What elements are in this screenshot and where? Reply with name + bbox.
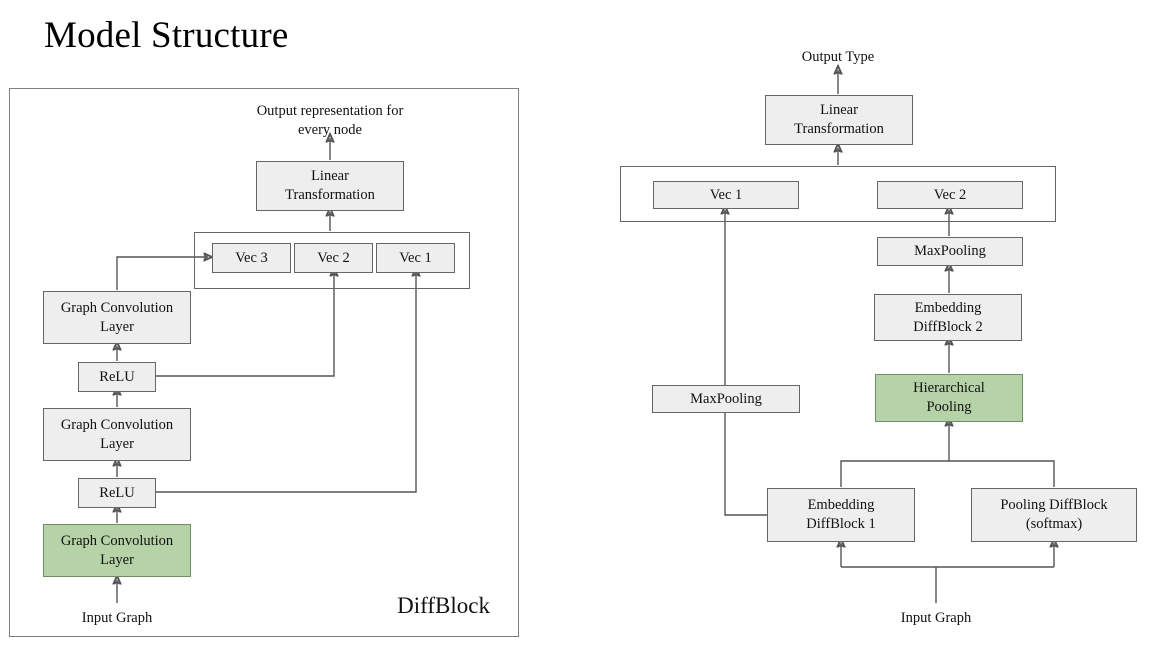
right-maxpooling-left[interactable]: MaxPooling [652, 385, 800, 413]
right-vec2[interactable]: Vec 2 [877, 181, 1023, 209]
left-output-label: Output representation for every node [256, 103, 404, 138]
left-vec1[interactable]: Vec 1 [376, 243, 455, 273]
diffblock-caption: DiffBlock [397, 593, 490, 618]
right-vec-group-frame [620, 166, 1056, 222]
diffblock-outer-frame [9, 88, 519, 637]
right-input-label: Input Graph [900, 610, 972, 626]
left-input-label: Input Graph [81, 610, 153, 626]
right-maxpooling-upper[interactable]: MaxPooling [877, 237, 1023, 266]
right-embedding-diffblock-1[interactable]: Embedding DiffBlock 1 [767, 488, 915, 542]
right-hierarchical-pooling[interactable]: Hierarchical Pooling [875, 374, 1023, 422]
left-vec-group-frame [194, 232, 470, 289]
wire-right-emb1-to-maxpool-left [724, 413, 767, 516]
left-linear-transformation[interactable]: Linear Transformation [256, 161, 404, 211]
left-relu-bottom[interactable]: ReLU [78, 478, 156, 508]
left-graph-convolution-layer-bottom[interactable]: Graph Convolution Layer [43, 524, 191, 577]
left-relu-top[interactable]: ReLU [78, 362, 156, 392]
left-vec2[interactable]: Vec 2 [294, 243, 373, 273]
left-graph-convolution-layer-mid[interactable]: Graph Convolution Layer [43, 408, 191, 461]
right-vec1[interactable]: Vec 1 [653, 181, 799, 209]
wire-right-merge-bar-to-hpool [840, 460, 1055, 487]
left-graph-convolution-layer-top[interactable]: Graph Convolution Layer [43, 291, 191, 344]
right-linear-transformation[interactable]: Linear Transformation [765, 95, 913, 145]
page-title: Model Structure [44, 15, 289, 56]
right-output-label: Output Type [801, 49, 875, 65]
left-vec3[interactable]: Vec 3 [212, 243, 291, 273]
right-pooling-diffblock[interactable]: Pooling DiffBlock (softmax) [971, 488, 1137, 542]
right-embedding-diffblock-2[interactable]: Embedding DiffBlock 2 [874, 294, 1022, 341]
